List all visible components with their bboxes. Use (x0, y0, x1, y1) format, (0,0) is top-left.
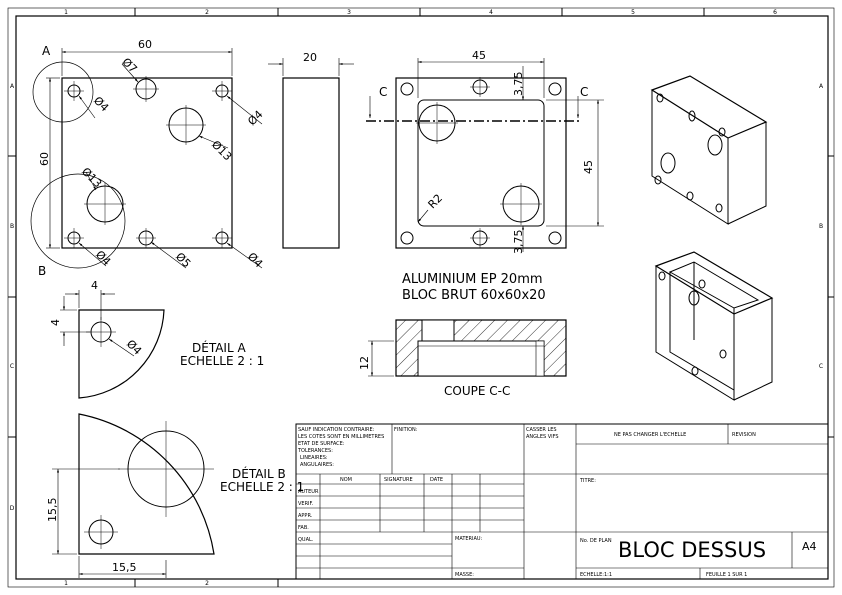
note-line: ETAT DE SURFACE: (298, 441, 345, 447)
col-label: 4 (489, 9, 493, 16)
col-label: 5 (631, 9, 635, 16)
dim-depth: 12 (358, 356, 371, 370)
coupe-title: COUPE C-C (444, 384, 510, 398)
dim-top-offset: 3,75 (512, 72, 525, 97)
radius-callout: R2 (426, 192, 446, 212)
col-label: 2 (205, 9, 209, 16)
detail-marker-b: B (38, 264, 46, 278)
dim-h: 4 (91, 279, 98, 292)
note-line: LES COTES SONT EN MILLIMETRES (298, 434, 384, 440)
col-label: 2 (205, 580, 209, 587)
col-signature: SIGNATURE (384, 477, 413, 483)
detail-a (60, 290, 165, 399)
hole-callout: Ø4 (245, 250, 265, 270)
feuille-label: FEUILLE 1 SUR 1 (706, 572, 747, 578)
detail-a-title: DÉTAIL A (192, 340, 246, 355)
material-line-2: BLOC BRUT 60x60x20 (402, 288, 546, 303)
row-fab: FAB. (298, 525, 309, 531)
hole-callout: Ø4 (124, 337, 144, 357)
hole-callout: Ø5 (173, 250, 193, 270)
row-label: B (10, 223, 14, 230)
cut-label-left: C (379, 85, 387, 99)
col-label: 1 (64, 580, 68, 587)
row-appr: APPR. (298, 513, 313, 519)
masse-label: MASSE: (455, 572, 474, 578)
hole-callout: Ø4 (91, 94, 111, 114)
note-line: LINEAIRES: (300, 455, 328, 461)
dim-v: 15,5 (46, 498, 59, 523)
border-zone-labels: 1 2 3 4 5 6 1 2 A B C D A B C (10, 9, 824, 587)
row-label: D (10, 505, 15, 512)
title-block-text: SAUF INDICATION CONTRAIRE: LES COTES SON… (297, 427, 756, 578)
hole-callout: Ø4 (93, 248, 113, 268)
row-verif: VERIF. (298, 501, 314, 507)
col-label: 3 (347, 9, 351, 16)
casser-label: ANGLES VIFS (526, 434, 559, 440)
row-label: C (10, 363, 14, 370)
detail-b-scale: ECHELLE 2 : 1 (220, 480, 304, 494)
detail-b-title: DÉTAIL B (232, 466, 286, 481)
side-view (268, 58, 354, 249)
drawing-title: BLOC DESSUS (618, 538, 766, 562)
col-label: 6 (773, 9, 777, 16)
hole-callout: Ø4 (245, 108, 265, 128)
row-qual: QUAL. (298, 537, 314, 543)
dim-h: 15,5 (112, 561, 137, 574)
revision-label: REVISION (732, 432, 756, 438)
dim-height: 60 (38, 152, 51, 166)
materiau-label: MATERIAU: (455, 536, 483, 542)
casser-label: CASSER LES (526, 427, 557, 433)
titre-label: TITRE: (579, 478, 596, 484)
title-block (295, 423, 829, 580)
echelle-label: ECHELLE:1:1 (580, 572, 612, 578)
note-line: SAUF INDICATION CONTRAIRE: (298, 427, 375, 433)
row-auteur: AUTEUR (298, 489, 319, 495)
row-label: B (819, 223, 823, 230)
row-label: A (10, 83, 15, 90)
detail-marker-a: A (42, 44, 51, 58)
note-line: ANGULAIRES: (300, 462, 334, 468)
cut-label-right: C (580, 85, 588, 99)
sheet-format: A4 (802, 540, 817, 553)
detail-a-scale: ECHELLE 2 : 1 (180, 354, 264, 368)
detail-a-labels: 4 4 Ø4 DÉTAIL A ECHELLE 2 : 1 (49, 279, 264, 368)
dim-height: 45 (582, 160, 595, 174)
no-plan-label: No. DE PLAN (580, 538, 612, 544)
pocket-view-labels: 45 3,75 45 3,75 R2 C C (379, 49, 595, 254)
iso-view-bottom (654, 251, 774, 401)
pocket-view (366, 58, 604, 252)
row-label: A (819, 83, 824, 90)
col-label: 1 (64, 9, 68, 16)
dim-width: 45 (472, 49, 486, 62)
hole-callout: Ø7 (119, 55, 139, 75)
col-date: DATE (430, 477, 443, 483)
col-nom: NOM (340, 477, 352, 483)
note-line: TOLERANCES: (297, 448, 333, 454)
coupe-section (368, 319, 567, 377)
detail-b (52, 413, 215, 578)
finition-label: FINITION: (394, 427, 418, 433)
front-view-labels: 60 60 A B Ø7 Ø4 Ø4 Ø13 Ø13 Ø4 Ø5 Ø4 (38, 38, 266, 278)
iso-view-top (650, 75, 768, 225)
dim-thickness: 20 (303, 51, 317, 64)
dim-width: 60 (138, 38, 152, 51)
material-line-1: ALUMINIUM EP 20mm (402, 272, 543, 287)
detail-b-labels: DÉTAIL B ECHELLE 2 : 1 15,5 15,5 (46, 466, 304, 574)
dim-bottom-offset: 3,75 (512, 230, 525, 255)
scale-warning: NE PAS CHANGER L'ECHELLE (614, 432, 686, 438)
front-view (30, 48, 263, 269)
dim-v: 4 (49, 319, 62, 326)
row-label: C (819, 363, 823, 370)
